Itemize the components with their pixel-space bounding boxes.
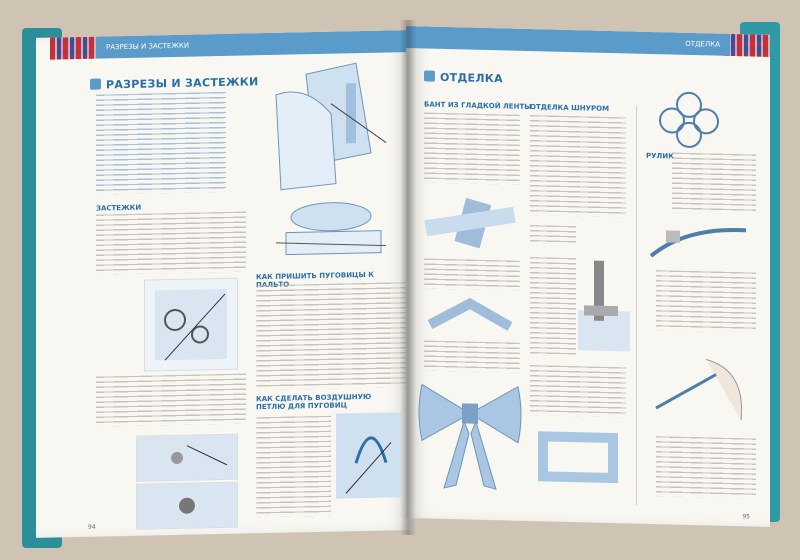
rulik-needle-diagram — [649, 227, 747, 258]
right-running-header: ОТДЕЛКА — [406, 26, 730, 56]
left-page: РАЗРЕЗЫ И ЗАСТЕЖКИ РАЗРЕЗЫ И ЗАСТЕЖКИ ЗА… — [36, 30, 412, 538]
snap-diagram-1 — [136, 433, 238, 482]
bow-step2-text — [424, 258, 520, 291]
bow-diagram — [418, 383, 522, 490]
fasteners-text — [96, 211, 246, 275]
subhead-fasteners: ЗАСТЕЖКИ — [96, 203, 142, 213]
rulik-step1-text — [672, 152, 756, 215]
right-page-number: 95 — [742, 513, 750, 521]
coat-buttons-text — [256, 282, 406, 391]
ribbon-cross-diagram — [424, 197, 516, 249]
bow-step3-text — [424, 340, 520, 373]
left-section-title: РАЗРЕЗЫ И ЗАСТЕЖКИ — [90, 75, 259, 92]
rulik-step2-text — [656, 270, 756, 333]
presser-foot-diagram — [578, 260, 630, 352]
subhead-cord-trim: ОТДЕЛКА ШНУРОМ — [530, 103, 610, 113]
subhead-rulik: РУЛИК — [646, 151, 674, 161]
loop-diagram — [336, 412, 401, 499]
right-section-title: ОТДЕЛКА — [424, 70, 503, 85]
snap-diagram-2 — [136, 481, 238, 530]
intro-text — [96, 91, 226, 195]
rulik-step3-text — [656, 436, 756, 499]
right-section-title-text: ОТДЕЛКА — [440, 70, 503, 86]
subhead-ribbon-bow: БАНТ ИЗ ГЛАДКОЙ ЛЕНТЫ — [424, 100, 532, 112]
ribbon-fold-diagram — [427, 297, 513, 331]
column-divider — [636, 105, 637, 506]
right-page: ОТДЕЛКА ОТДЕЛКА БАНТ ИЗ ГЛАДКОЙ ЛЕНТЫ ОТ… — [406, 26, 770, 527]
placket-diagram — [275, 62, 387, 191]
cord-edge-diagram — [538, 431, 618, 484]
step-2-text — [96, 373, 246, 427]
cord-step3-text — [530, 365, 626, 418]
left-page-number: 94 — [88, 523, 96, 531]
section-square-icon — [90, 78, 101, 90]
hook-eye-diagram — [144, 277, 238, 372]
rulik-pull-diagram — [655, 358, 743, 421]
plaid-decoration — [50, 36, 96, 60]
cord-step2-text — [530, 257, 576, 359]
air-loop-text — [256, 415, 331, 518]
knot-diagram — [659, 91, 719, 148]
book-spine-shadow — [400, 20, 416, 535]
sewing-diagram — [275, 202, 387, 256]
cord-intro-text — [530, 115, 626, 218]
plaid-decoration-right — [724, 33, 770, 57]
bow-step1-text — [424, 112, 520, 185]
cord-step1-text — [530, 225, 576, 247]
section-square-icon — [424, 70, 435, 82]
